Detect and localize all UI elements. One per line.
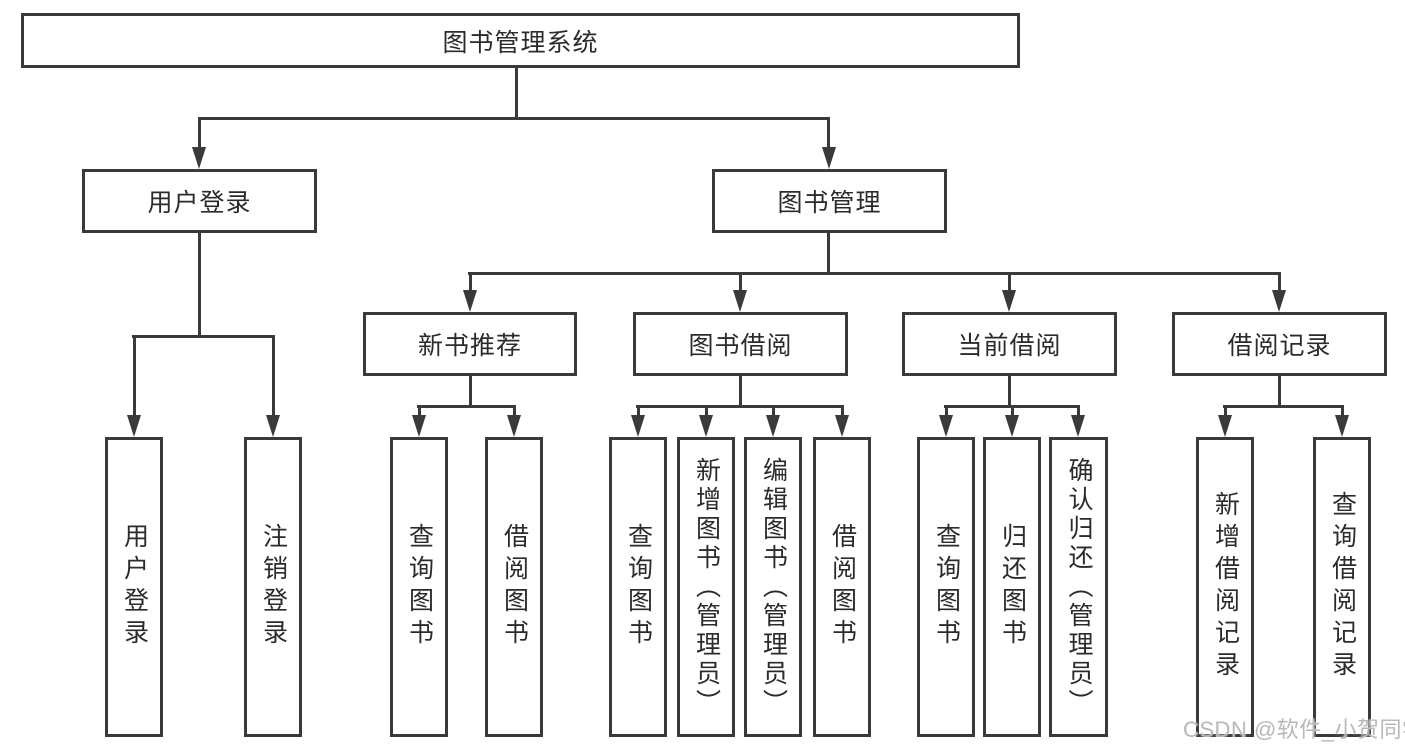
connector-borrow-bus: [636, 405, 844, 408]
arrowhead-new-book: [463, 290, 477, 312]
connector-drop-bb4: [841, 405, 844, 419]
leaf-confirm-return-admin-label: 确认归还（管理员）: [1065, 456, 1093, 718]
arrowhead-current-borrow: [1002, 290, 1016, 312]
leaf-query-books-current: 查询图书: [917, 437, 975, 737]
node-borrow-records: 借阅记录: [1172, 312, 1387, 376]
connector-records-stem: [1278, 376, 1281, 407]
arrowhead-leaf-logout: [266, 415, 280, 437]
connector-level3-bus: [468, 272, 1281, 275]
arrowhead-book-mgmt: [822, 147, 836, 169]
arrowhead-nb2: [507, 415, 521, 437]
connector-drop-book-borrow: [739, 272, 742, 294]
node-new-book-label: 新书推荐: [417, 332, 522, 360]
connector-mgmt-stem: [827, 233, 830, 274]
leaf-edit-books-admin-label: 编辑图书（管理员）: [759, 456, 788, 718]
connector-drop-new-book: [469, 272, 472, 294]
csdn-watermark: CSDN @软件_小贺同学: [1183, 717, 1405, 742]
leaf-query-books-newbook: 查询图书: [390, 437, 448, 737]
leaf-user-login-label: 用户登录: [120, 523, 149, 651]
node-book-management-label: 图书管理: [777, 189, 882, 217]
connector-records-bus: [1223, 405, 1344, 408]
leaf-query-borrow-record: 查询借阅记录: [1313, 437, 1371, 737]
arrowhead-cb2: [1005, 415, 1019, 437]
leaf-borrow-books-label: 借阅图书: [828, 523, 857, 651]
node-current-borrow: 当前借阅: [902, 312, 1117, 376]
connector-drop-cb2: [1011, 405, 1014, 419]
node-current-borrow-label: 当前借阅: [957, 332, 1062, 360]
connector-drop-leaf-user-login: [133, 335, 136, 419]
leaf-query-books-current-label: 查询图书: [932, 523, 961, 651]
leaf-logout-label: 注销登录: [259, 523, 288, 651]
node-user-login: 用户登录: [82, 169, 317, 233]
connector-drop-book-mgmt: [827, 117, 830, 151]
connector-level2-bus: [198, 117, 830, 120]
connector-drop-nb1: [418, 405, 421, 419]
arrowhead-cb3: [1071, 415, 1085, 437]
leaf-query-books-newbook-label: 查询图书: [405, 523, 434, 651]
arrowhead-cb1: [939, 415, 953, 437]
leaf-query-books-borrow-label: 查询图书: [624, 523, 653, 651]
leaf-edit-books-admin: 编辑图书（管理员）: [744, 437, 802, 737]
node-root-label: 图书管理系统: [442, 28, 599, 57]
connector-drop-bb1: [637, 405, 640, 419]
connector-user-stem: [198, 233, 201, 337]
node-new-book-recommend: 新书推荐: [363, 312, 577, 376]
arrowhead-rc2: [1335, 415, 1349, 437]
leaf-add-books-admin-label: 新增图书（管理员）: [692, 456, 721, 718]
connector-drop-nb2: [513, 405, 516, 419]
connector-drop-bb3: [772, 405, 775, 419]
leaf-return-books: 归还图书: [983, 437, 1041, 737]
leaf-query-books-borrow: 查询图书: [609, 437, 667, 737]
connector-drop-user-login: [198, 117, 201, 151]
connector-drop-cb1: [945, 405, 948, 419]
connector-drop-rc2: [1341, 405, 1344, 419]
arrowhead-bb3: [766, 415, 780, 437]
arrowhead-nb1: [412, 415, 426, 437]
connector-drop-borrow-records: [1278, 272, 1281, 294]
node-book-borrow: 图书借阅: [633, 312, 848, 376]
connector-user-bus: [132, 335, 275, 338]
node-book-borrow-label: 图书借阅: [688, 332, 793, 360]
arrowhead-rc1: [1218, 415, 1232, 437]
connector-borrow-stem: [739, 376, 742, 407]
leaf-borrow-books-newbook: 借阅图书: [485, 437, 543, 737]
leaf-borrow-books-newbook-label: 借阅图书: [500, 523, 529, 651]
arrowhead-bb2: [699, 415, 713, 437]
leaf-confirm-return-admin: 确认归还（管理员）: [1049, 437, 1108, 737]
connector-current-stem: [1008, 376, 1011, 407]
arrowhead-leaf-user-login: [127, 415, 141, 437]
connector-newbook-stem: [469, 376, 472, 407]
connector-drop-cb3: [1077, 405, 1080, 419]
node-borrow-records-label: 借阅记录: [1227, 332, 1332, 360]
connector-root-stem: [515, 67, 518, 119]
arrowhead-user-login: [192, 147, 206, 169]
arrowhead-bb1: [631, 415, 645, 437]
connector-drop-current-borrow: [1008, 272, 1011, 294]
leaf-add-books-admin: 新增图书（管理员）: [677, 437, 735, 737]
leaf-borrow-books: 借阅图书: [813, 437, 871, 737]
node-root-library-system: 图书管理系统: [21, 13, 1020, 68]
connector-drop-rc1: [1224, 405, 1227, 419]
node-book-management: 图书管理: [712, 169, 947, 233]
leaf-add-borrow-record: 新增借阅记录: [1196, 437, 1254, 737]
connector-newbook-bus: [417, 405, 516, 408]
leaf-query-borrow-record-label: 查询借阅记录: [1328, 491, 1357, 683]
connector-drop-leaf-logout: [272, 335, 275, 419]
connector-drop-bb2: [705, 405, 708, 419]
leaf-add-borrow-record-label: 新增借阅记录: [1211, 491, 1240, 683]
leaf-user-login: 用户登录: [105, 437, 163, 737]
leaf-logout: 注销登录: [244, 437, 302, 737]
arrowhead-bb4: [835, 415, 849, 437]
arrowhead-borrow-records: [1272, 290, 1286, 312]
leaf-return-books-label: 归还图书: [998, 523, 1027, 651]
arrowhead-book-borrow: [733, 290, 747, 312]
node-user-login-label: 用户登录: [147, 189, 252, 217]
